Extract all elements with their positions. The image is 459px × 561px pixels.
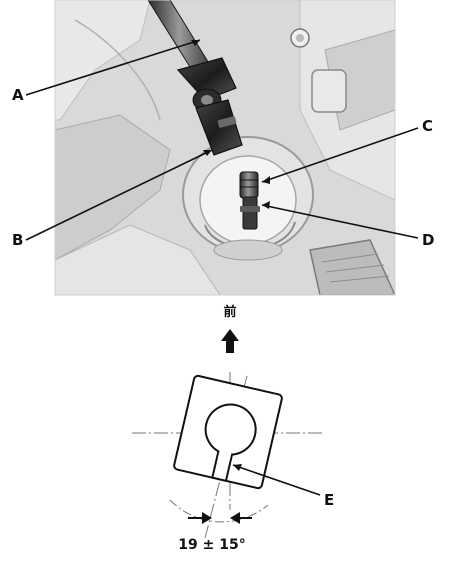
pinion-flat bbox=[240, 206, 260, 212]
bolt-center bbox=[296, 34, 304, 42]
leader-line-d bbox=[261, 204, 419, 239]
up-arrow-icon bbox=[221, 329, 239, 353]
callout-b: B bbox=[12, 231, 23, 249]
angle-arrowhead-left bbox=[202, 512, 212, 524]
leader-line-b bbox=[25, 149, 213, 241]
joint-bolt bbox=[217, 116, 237, 128]
pinion-shaft-body bbox=[242, 196, 258, 230]
callout-c: C bbox=[422, 117, 433, 135]
arrowhead-c bbox=[262, 176, 270, 184]
pedal-ridge bbox=[329, 275, 390, 283]
pedal-ridge bbox=[321, 253, 379, 263]
arrowhead-d bbox=[262, 201, 270, 209]
yoke-block bbox=[173, 374, 283, 490]
left-panel bbox=[55, 0, 151, 121]
boot-base bbox=[213, 239, 283, 261]
leader-line-a bbox=[25, 39, 201, 96]
leader-line-e bbox=[232, 464, 321, 496]
callout-d: D bbox=[422, 231, 434, 249]
arrowhead-e bbox=[233, 464, 242, 471]
orientation-schematic: 前 19 ± 15° E bbox=[132, 304, 334, 553]
angle-label: 19 ± 15° bbox=[178, 537, 245, 553]
pedal-ridge bbox=[325, 264, 385, 273]
joint-upper-yoke bbox=[176, 57, 237, 101]
angle-arrowhead-right bbox=[230, 512, 240, 524]
lower-left-panel bbox=[55, 114, 171, 261]
arrowhead-a bbox=[191, 40, 200, 46]
photo-panel bbox=[54, 0, 396, 296]
floor-panel bbox=[55, 224, 221, 295]
leader-line-c bbox=[261, 127, 419, 183]
pinion-shaft-top bbox=[239, 171, 259, 199]
angle-arc bbox=[169, 499, 269, 523]
callout-e: E bbox=[324, 491, 334, 509]
photo-frame bbox=[54, 0, 396, 296]
callout-leaders bbox=[25, 39, 419, 241]
direction-label: 前 bbox=[223, 304, 236, 320]
connector-block bbox=[311, 69, 347, 113]
joint-lower-yoke bbox=[195, 99, 243, 156]
slot-gap bbox=[217, 444, 233, 462]
joint-pin bbox=[201, 95, 213, 105]
arrowhead-b bbox=[203, 150, 212, 156]
angle-arrows bbox=[188, 512, 252, 524]
callout-a: A bbox=[12, 86, 24, 104]
pedal bbox=[309, 239, 395, 295]
